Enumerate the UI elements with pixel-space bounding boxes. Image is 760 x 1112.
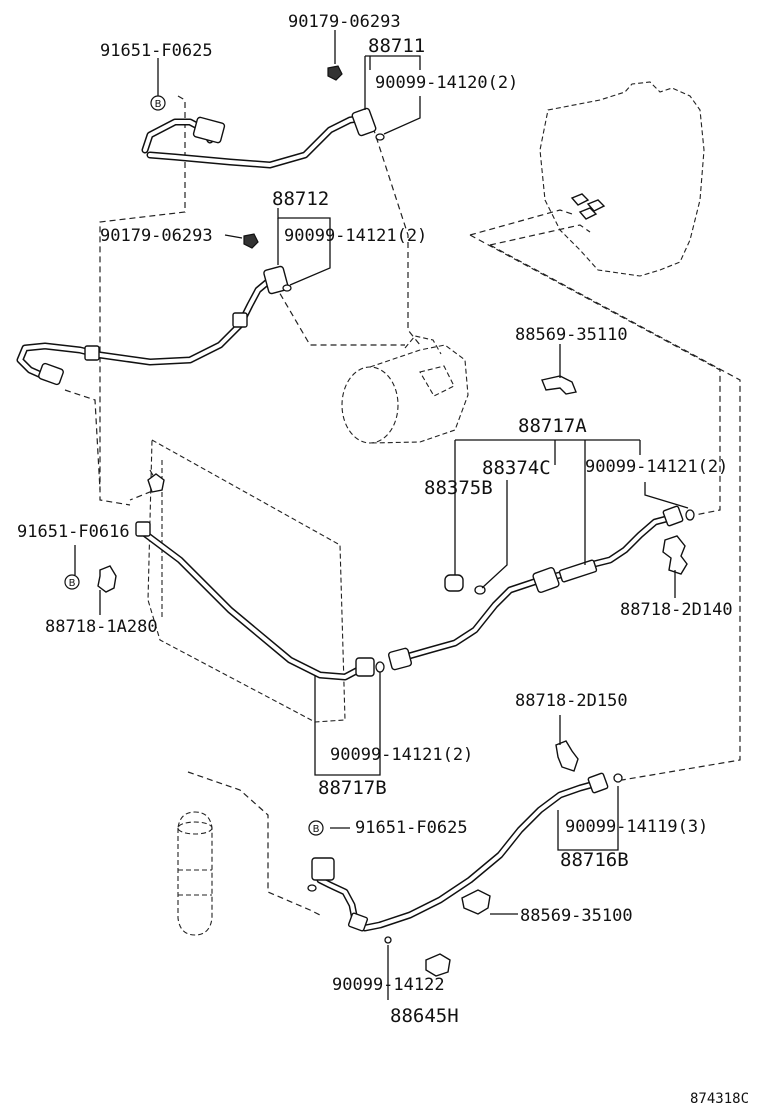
label-88718-1A280: 88718-1A280 xyxy=(45,617,158,637)
engine-outline xyxy=(539,81,705,277)
bolt-icon xyxy=(243,233,259,249)
clamp-icon xyxy=(555,740,579,772)
label-90099-14121-b: 90099-14121(2) xyxy=(585,457,728,477)
label-88569-35110: 88569-35110 xyxy=(515,325,628,345)
label-88718-2D140: 88718-2D140 xyxy=(620,600,733,620)
clamp-icon xyxy=(97,565,117,593)
figure-code: 874318C xyxy=(690,1091,749,1107)
receiver-dryer-outline xyxy=(177,811,213,936)
label-90179-06293-mid: 90179-06293 xyxy=(100,226,213,246)
switch-sensor-icon xyxy=(425,953,451,977)
label-88645H: 88645H xyxy=(390,1005,459,1027)
label-90099-14119: 90099-14119(3) xyxy=(565,817,708,837)
clip-icon xyxy=(147,473,165,493)
leader-lines xyxy=(74,30,689,1000)
pipe-88711 xyxy=(141,107,377,169)
o-ring-icon xyxy=(384,936,392,944)
bolt-icon xyxy=(327,65,343,81)
label-90099-14121-a: 90099-14121(2) xyxy=(284,226,427,246)
label-91651-F0625-bot: 91651-F0625 xyxy=(355,818,468,838)
compressor-outline xyxy=(341,335,469,444)
small-parts xyxy=(97,65,695,977)
label-90179-06293-top: 90179-06293 xyxy=(288,12,401,32)
label-88374C: 88374C xyxy=(482,457,551,479)
o-ring-icon xyxy=(613,773,623,783)
clamp-icon xyxy=(541,375,577,395)
o-ring-icon xyxy=(307,884,317,892)
label-88718-2D150: 88718-2D150 xyxy=(515,691,628,711)
label-90099-14120: 90099-14120(2) xyxy=(375,73,518,93)
pipe-88712 xyxy=(16,265,289,386)
label-88717B: 88717B xyxy=(318,777,387,799)
o-ring-icon xyxy=(375,661,385,673)
label-88569-35100: 88569-35100 xyxy=(520,906,633,926)
badge-b-top: B xyxy=(150,95,166,111)
label-91651-F0625-top: 91651-F0625 xyxy=(100,41,213,61)
clamp-icon xyxy=(461,889,491,915)
badge-b-bot: B xyxy=(308,820,324,836)
svg-text:B: B xyxy=(69,578,76,589)
pipe-88717B xyxy=(135,521,375,681)
label-88717A: 88717A xyxy=(518,415,587,437)
pipe-88716B xyxy=(311,772,609,932)
svg-text:B: B xyxy=(313,824,320,835)
o-ring-icon xyxy=(282,284,292,292)
clamp-icon xyxy=(662,535,688,575)
o-ring-icon xyxy=(685,509,695,521)
label-88716B: 88716B xyxy=(560,849,629,871)
cap-icon xyxy=(444,574,464,592)
label-90099-14122: 90099-14122 xyxy=(332,975,445,995)
label-90099-14121-c: 90099-14121(2) xyxy=(330,745,473,765)
label-88375B: 88375B xyxy=(424,477,493,499)
label-88712: 88712 xyxy=(272,188,329,210)
routing-dashed-lines xyxy=(64,95,741,916)
label-88711: 88711 xyxy=(368,35,425,57)
o-ring-icon xyxy=(375,133,385,141)
svg-text:B: B xyxy=(155,99,162,110)
badge-b-mid: B xyxy=(64,574,80,590)
label-91651-F0616: 91651-F0616 xyxy=(17,522,130,542)
pipe-88717A xyxy=(387,505,684,671)
